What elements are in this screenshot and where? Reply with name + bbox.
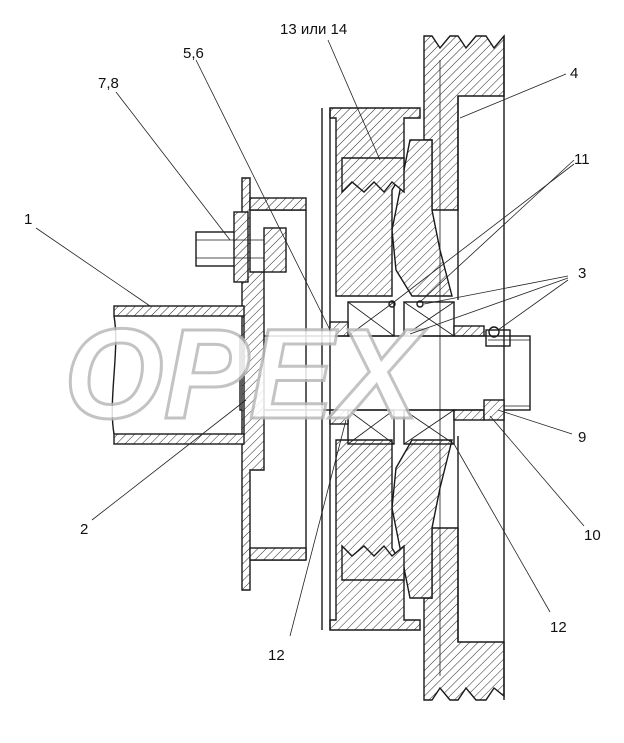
- callout-9: 9: [578, 429, 586, 446]
- callout-4: 4: [570, 65, 578, 82]
- bolt: [195, 211, 287, 283]
- callout-2: 2: [80, 521, 88, 538]
- pulley-body: [391, 34, 505, 701]
- circlip-top-3: [488, 326, 500, 338]
- callout-10: 10: [584, 527, 601, 544]
- callout-5-6: 5,6: [183, 45, 204, 62]
- seal-top: [341, 157, 405, 194]
- leader-lines: [35, 39, 585, 637]
- callout-3: 3: [578, 265, 586, 282]
- circlip-top-2: [416, 300, 424, 308]
- seal-bottom: [341, 544, 405, 581]
- bearing-housing: [321, 107, 421, 631]
- callout-11: 11: [574, 151, 590, 168]
- callout-1: 1: [24, 211, 32, 228]
- pipe: [111, 305, 245, 445]
- shaft: [239, 329, 531, 421]
- sleeve-top: [453, 325, 485, 337]
- sleeve-bottom: [453, 409, 485, 421]
- circlip-top-1: [388, 300, 396, 308]
- callout-7-8: 7,8: [98, 75, 119, 92]
- callout-13-or-14: 13 или 14: [280, 21, 347, 38]
- watermark-text: OPEX: [64, 303, 426, 446]
- callout-12-left: 12: [268, 647, 285, 664]
- callout-12-right: 12: [550, 619, 567, 636]
